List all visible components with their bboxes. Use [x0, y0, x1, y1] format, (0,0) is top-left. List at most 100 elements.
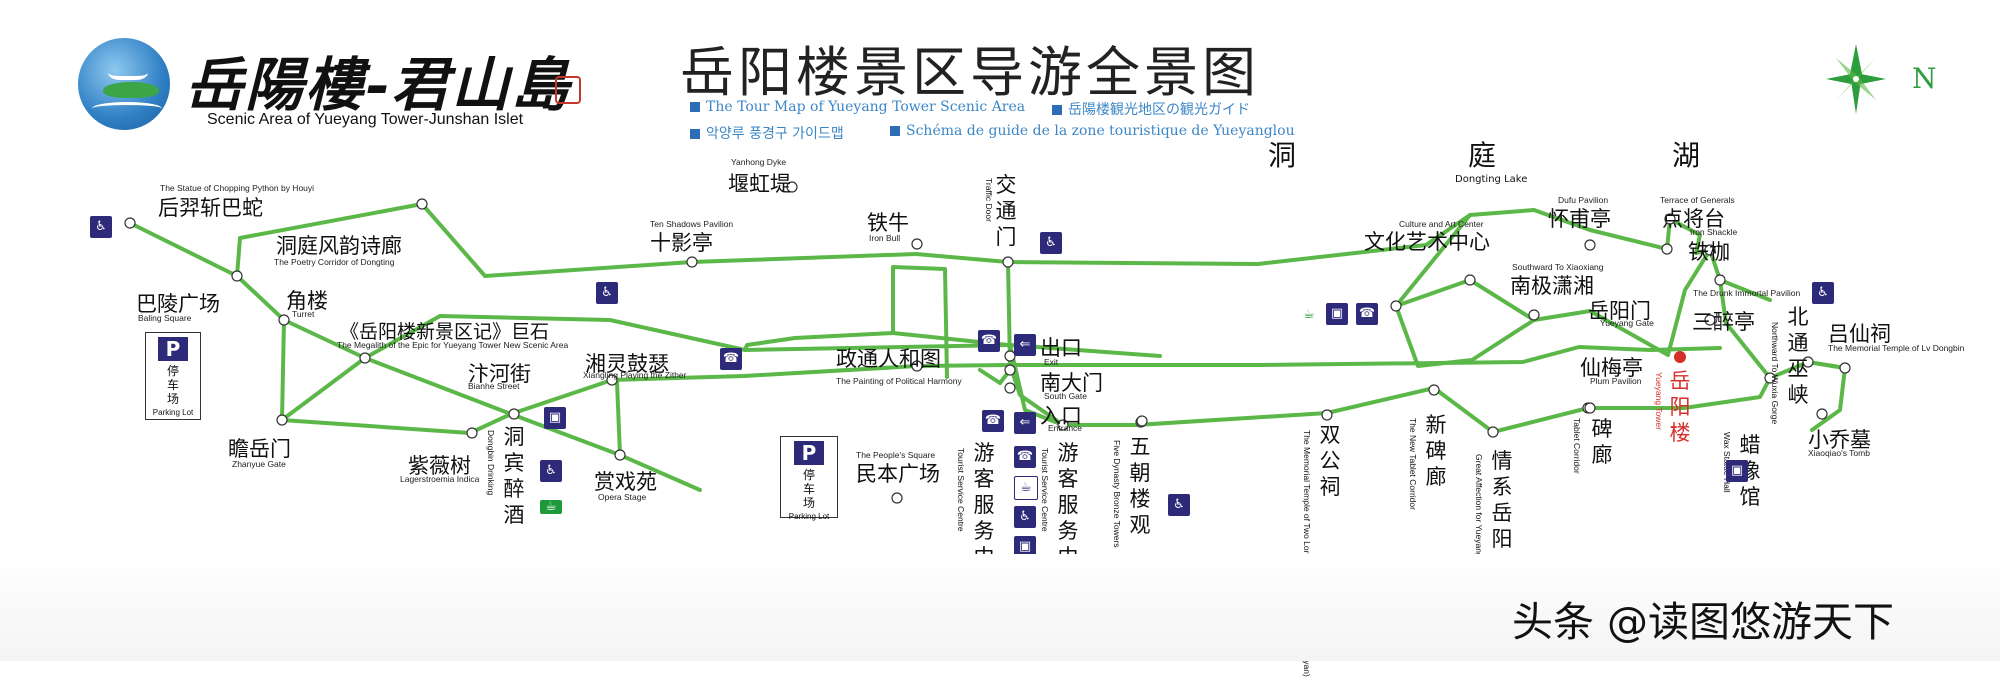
gift-icon: ▣ — [1014, 536, 1036, 558]
phone-icon: ☎ — [720, 348, 742, 370]
wuchao-cn: 五朝楼观 — [1129, 435, 1151, 537]
subtitle-ko: 악양루 풍경구 가이드맵 — [690, 123, 844, 143]
xiaoqiao-en: Xiaoqiao's Tomb — [1808, 448, 1870, 458]
southgate-en: South Gate — [1044, 391, 1088, 401]
gift-icon: ▣ — [1726, 460, 1748, 482]
lvxian-en: The Memorial Temple of Lv Dongbin — [1828, 343, 1965, 353]
dufu-en: Dufu Pavilion — [1558, 195, 1609, 205]
generals-cn: 点将台 — [1662, 207, 1725, 231]
minben-en: The People's Square — [856, 450, 936, 460]
southgate-cn: 南大门 — [1040, 371, 1103, 395]
parking-lot-center: P 停车场 Parking Lot — [780, 436, 838, 521]
culture-cn: 文化艺术中心 — [1364, 230, 1490, 254]
yueyangmen-cn: 岳阳门 — [1588, 299, 1651, 323]
shangxi-cn: 赏戏苑 — [594, 470, 657, 494]
toilet-icon: ♿ — [90, 216, 112, 238]
seal-stamp — [555, 76, 581, 104]
bottom-band — [0, 554, 2000, 661]
xiaoqiao-cn: 小乔墓 — [1808, 428, 1871, 452]
drunk-en: The Drunk Immortal Pavilion — [1693, 288, 1801, 298]
phone-icon: ☎ — [978, 330, 1000, 352]
yueyangmen-en: Yueyang Gate — [1600, 318, 1654, 328]
beilang-en: Tablet Corridor — [1572, 418, 1582, 474]
xiangling-cn: 湘灵鼓瑟 — [585, 352, 669, 376]
yueyang-tower-marker — [1674, 351, 1686, 363]
beitong-cn: 北通巫峡 — [1787, 305, 1809, 407]
xianmei-cn: 仙梅亭 — [1580, 356, 1643, 380]
route-nodes — [124, 181, 1851, 504]
tourist-left-en: Tourist Service Centre — [956, 448, 966, 532]
entrance-cn: 入口 — [1040, 404, 1082, 428]
jiaolou-cn: 角楼 — [286, 289, 328, 313]
dufu-cn: 怀甫亭 — [1548, 207, 1611, 231]
baling-cn: 巴陵广场 — [136, 292, 220, 316]
parking-cn: 停车场 — [166, 364, 179, 406]
exit-en: Exit — [1044, 357, 1059, 367]
tourist-right-en: Tourist Service Centre — [1040, 448, 1050, 532]
sanzui-cn: 三醉亭 — [1692, 310, 1755, 334]
parking-cn: 停车场 — [802, 468, 815, 510]
yueyanglou-en: Yueyang Tower — [1654, 372, 1664, 430]
lake-char-2: 庭 — [1468, 139, 1497, 172]
beilang-cn: 碑廊 — [1591, 417, 1613, 467]
toilet-icon: ♿ — [540, 460, 562, 482]
jiaolou-en: Turret — [292, 309, 315, 319]
toilet-icon: ♿ — [596, 282, 618, 304]
map-title: 岳阳楼景区导游全景图 — [680, 41, 1260, 104]
shiying-cn: 十影亭 — [650, 231, 713, 255]
toilet-icon: ♿ — [1014, 506, 1036, 528]
phone-icon: ☎ — [1014, 446, 1036, 468]
brand-title: 岳陽樓-君山島 — [185, 51, 572, 119]
generals-en: Terrace of Generals — [1660, 195, 1735, 205]
tea-icon: ☕ — [1014, 476, 1038, 500]
xinbei-cn: 新碑廊 — [1425, 413, 1447, 489]
yanhong-cn: 堰虹堤 — [728, 172, 791, 196]
subtitle-ja: 岳陽楼観光地区の観光ガイド — [1052, 99, 1250, 119]
parking-en: Parking Lot — [152, 408, 194, 417]
gift-icon: ▣ — [544, 407, 566, 429]
zhengtong-en: The Painting of Political Harmony — [836, 376, 962, 386]
shangxi-en: Opera Stage — [598, 492, 647, 502]
houyi-cn: 后羿斩巴蛇 — [158, 196, 263, 220]
nanji-en: Southward To Xiaoxiang — [1512, 262, 1604, 272]
shackle-en: Iron Shackle — [1690, 227, 1738, 237]
wuchao-en: Five Dynasty Bronze Towers — [1112, 440, 1122, 548]
traffic-en: Traffic Door — [984, 178, 994, 222]
lvxian-cn: 吕仙祠 — [1828, 322, 1891, 346]
megalith-en: The Megalith of the Epic for Yueyang Tow… — [337, 340, 569, 350]
zhengtong-cn: 政通人和图 — [836, 347, 941, 371]
parking-icon: P — [794, 441, 824, 465]
logo-wave-icon — [92, 102, 162, 115]
gift-icon: ▣ — [1326, 303, 1348, 325]
dongting-poetry-cn: 洞庭风韵诗廊 — [276, 234, 402, 258]
dongbin-cn: 洞宾醉酒 — [503, 425, 525, 527]
shiying-en: Ten Shadows Pavilion — [650, 219, 734, 229]
toilet-icon: ♿ — [1812, 282, 1834, 304]
tourist-right-cn: 游客服务中心 — [1057, 441, 1079, 595]
xiangling-en: Xiangling Playing the Zither — [583, 370, 687, 380]
lake-char-1: 洞 — [1268, 139, 1297, 172]
tea-icon: ☕ — [1298, 304, 1320, 326]
lake-en: Dongting Lake — [1455, 174, 1528, 185]
compass-icon — [1826, 44, 1886, 114]
tieniu-en: Iron Bull — [869, 233, 901, 243]
zhanyue-en: Zhanyue Gate — [232, 459, 286, 469]
bianhe-en: Bianhe Street — [468, 381, 520, 391]
yanhong-en: Yanhong Dyke — [731, 157, 787, 167]
tieniu-cn: 铁牛 — [867, 211, 909, 235]
baling-en: Baling Square — [138, 313, 192, 323]
minben-cn: 民本广场 — [856, 462, 940, 486]
toilet-icon: ♿ — [1040, 232, 1062, 254]
nanji-cn: 南极潇湘 — [1510, 274, 1594, 298]
zhanyue-cn: 瞻岳门 — [228, 437, 291, 461]
ziwei-en: Lagerstroemia Indica — [400, 474, 480, 484]
shackle-cn: 铁枷 — [1688, 240, 1730, 264]
entrance-en: Entrance — [1048, 423, 1083, 433]
lake-char-3: 湖 — [1672, 139, 1701, 172]
xianmei-en: Plum Pavilion — [1590, 376, 1642, 386]
dongting-poetry-en: The Poetry Corridor of Dongting — [274, 257, 395, 267]
megalith-cn: 《岳阳楼新景区记》巨石 — [340, 321, 550, 343]
exit-icon: ⇐ — [1014, 334, 1036, 356]
beitong-en: Northward To Wuxia Gorge — [1770, 322, 1780, 425]
parking-icon: P — [158, 337, 188, 361]
